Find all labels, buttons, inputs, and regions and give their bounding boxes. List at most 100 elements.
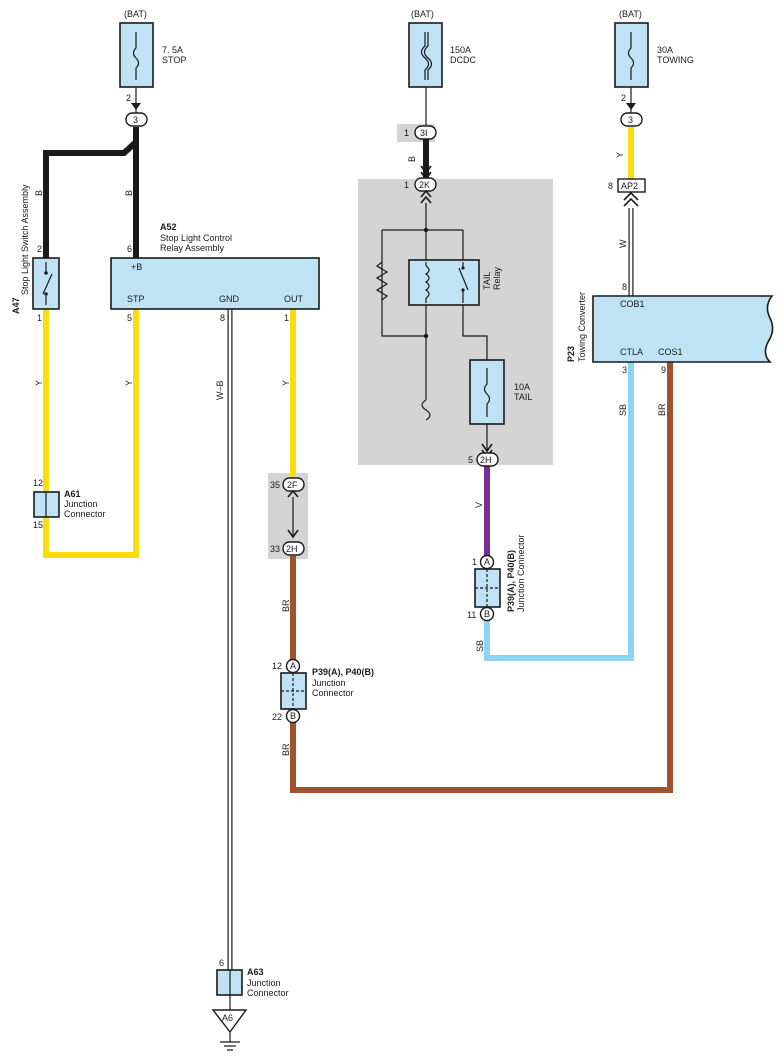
svg-text:8: 8 xyxy=(608,181,613,191)
wire-br-loop xyxy=(290,362,673,793)
arrow-icon xyxy=(623,191,639,207)
towing-fuse-pin: 2 xyxy=(621,93,626,103)
dcdc-fuse-rating: 150A xyxy=(450,45,471,55)
a52-code: A52 xyxy=(160,222,177,232)
svg-text:P39(A), P40(B): P39(A), P40(B) xyxy=(506,550,516,612)
svg-text:35: 35 xyxy=(270,480,280,490)
svg-text:Junction: Junction xyxy=(312,678,346,688)
svg-text:+B: +B xyxy=(131,262,142,272)
wire-label: BR xyxy=(657,403,667,416)
svg-text:B: B xyxy=(484,609,490,619)
svg-text:3: 3 xyxy=(133,115,138,125)
svg-text:11: 11 xyxy=(467,610,476,620)
stop-fuse-rating: 7. 5A xyxy=(162,45,183,55)
towing-fuse-rating: 30A xyxy=(657,45,673,55)
connector-3-stop xyxy=(125,112,148,127)
svg-text:12: 12 xyxy=(33,478,43,488)
wire-label: B xyxy=(34,190,44,196)
svg-text:A: A xyxy=(484,557,490,567)
wire-b-stop-to-a47 xyxy=(43,139,139,258)
fuse-icon xyxy=(420,32,433,80)
svg-text:5: 5 xyxy=(127,313,132,323)
tail-relay xyxy=(408,259,480,306)
svg-text:B: B xyxy=(290,711,296,721)
wire-label: SB xyxy=(618,404,628,416)
svg-text:8: 8 xyxy=(622,282,627,292)
svg-text:P39(A), P40(B): P39(A), P40(B) xyxy=(312,667,374,677)
wire-label: Y xyxy=(34,380,44,386)
wire-label: BR xyxy=(281,743,291,756)
svg-text:2H: 2H xyxy=(480,455,492,465)
towing-fuse-supply: (BAT) xyxy=(619,9,642,19)
svg-text:A: A xyxy=(290,661,296,671)
svg-text:1: 1 xyxy=(37,313,42,323)
svg-text:33: 33 xyxy=(270,544,280,554)
jc-right-b xyxy=(479,606,495,622)
wire-label: W xyxy=(618,239,628,248)
svg-text:A61: A61 xyxy=(64,489,81,499)
wire-label: Y xyxy=(124,380,134,386)
svg-text:1: 1 xyxy=(472,557,477,567)
svg-text:8: 8 xyxy=(220,313,225,323)
svg-text:STP: STP xyxy=(127,294,145,304)
fuse-icon xyxy=(483,368,491,417)
fuse-icon xyxy=(627,32,635,80)
arrow-icon xyxy=(420,189,432,204)
stop-fuse-name: STOP xyxy=(162,55,186,65)
svg-text:9: 9 xyxy=(661,365,666,375)
svg-text:Connector: Connector xyxy=(247,988,289,998)
svg-text:AP2: AP2 xyxy=(621,181,638,191)
svg-text:COS1: COS1 xyxy=(658,347,683,357)
relay-block-shade xyxy=(358,179,553,465)
a47-name: Stop Light Switch Assembly xyxy=(20,184,30,295)
ground-triangle xyxy=(211,1009,248,1034)
resistor-icon xyxy=(375,261,389,301)
svg-text:Connector: Connector xyxy=(312,688,354,698)
svg-text:6: 6 xyxy=(127,244,132,254)
svg-text:COB1: COB1 xyxy=(620,299,645,309)
svg-text:1: 1 xyxy=(284,313,289,323)
switch-icon xyxy=(42,262,53,305)
connector-3-towing xyxy=(620,112,643,127)
svg-text:3: 3 xyxy=(628,115,633,125)
svg-text:A6: A6 xyxy=(222,1013,233,1023)
svg-text:5: 5 xyxy=(468,455,473,465)
a47-code: A47 xyxy=(11,297,21,314)
stop-fuse-supply: (BAT) xyxy=(124,9,147,19)
svg-text:TAIL: TAIL xyxy=(482,272,492,290)
svg-text:3: 3 xyxy=(622,365,627,375)
svg-text:1: 1 xyxy=(404,180,409,190)
wire-sb xyxy=(484,362,634,661)
dcdc-fuse-name: DCDC xyxy=(450,55,476,65)
a52-name-1: Stop Light Control xyxy=(160,233,232,243)
arrow-icon xyxy=(131,103,141,110)
svg-text:Junction Connector: Junction Connector xyxy=(516,534,526,612)
coil-icon xyxy=(424,265,430,299)
svg-text:CTLA: CTLA xyxy=(620,347,643,357)
svg-text:GND: GND xyxy=(219,294,240,304)
svg-text:Junction: Junction xyxy=(247,978,281,988)
wire-y-a47-a61 xyxy=(43,308,139,558)
wire-label: Y xyxy=(615,152,625,158)
connector-2h-mid xyxy=(282,541,305,556)
svg-text:2K: 2K xyxy=(419,180,430,190)
fuse-icon xyxy=(132,32,140,80)
wire-label: Y xyxy=(281,380,291,386)
svg-text:Junction: Junction xyxy=(64,499,98,509)
svg-text:Relay: Relay xyxy=(492,266,502,290)
arrow-icon xyxy=(626,103,636,110)
svg-text:1: 1 xyxy=(404,128,409,138)
svg-text:10A: 10A xyxy=(514,382,530,392)
jc-left-b xyxy=(285,708,301,724)
svg-text:15: 15 xyxy=(33,520,43,530)
svg-text:TAIL: TAIL xyxy=(514,392,532,402)
connector-2h-top xyxy=(476,452,499,467)
stop-fuse-pin: 2 xyxy=(126,93,131,103)
svg-text:3I: 3I xyxy=(420,128,428,138)
wire-label: V xyxy=(474,502,484,508)
wire-label: B xyxy=(124,190,134,196)
svg-text:Towing Converter: Towing Converter xyxy=(577,292,587,362)
a52-name-2: Relay Assembly xyxy=(160,243,225,253)
arrow-icon xyxy=(287,489,299,498)
